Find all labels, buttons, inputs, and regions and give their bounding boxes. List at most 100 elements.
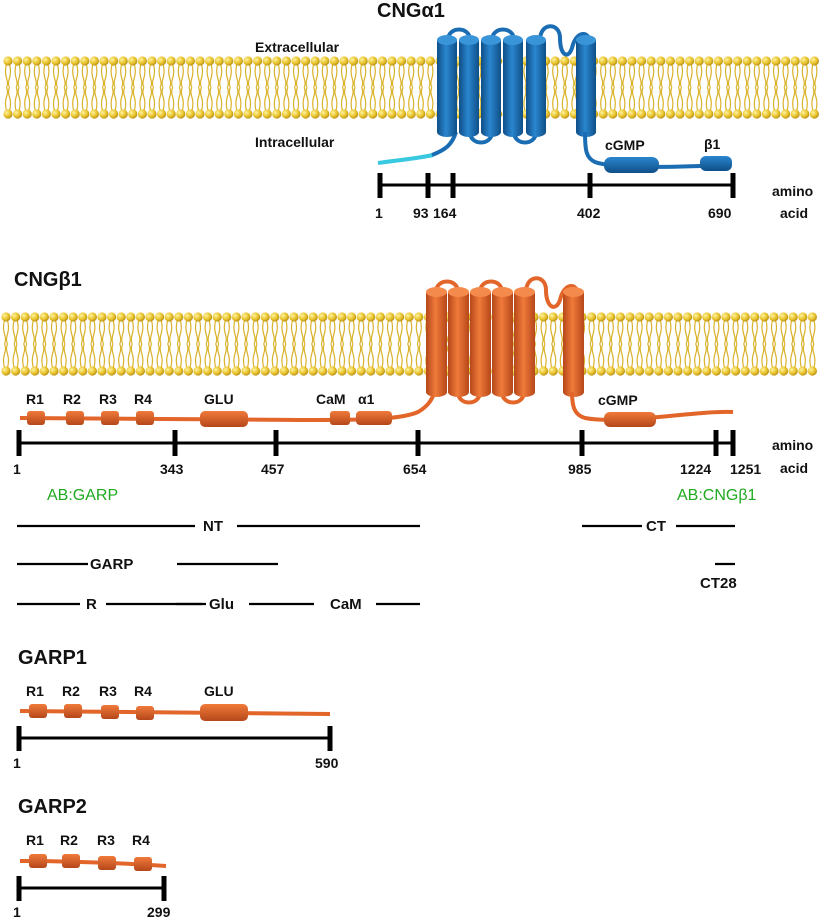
garp2-r1-domain <box>29 854 47 868</box>
cngb1-tick-label-1: 1 <box>13 461 21 477</box>
cnga1-cgmp-label: cGMP <box>605 137 645 153</box>
helix-1 <box>426 287 447 397</box>
garp1-r4-label: R4 <box>134 683 152 699</box>
lipid-tails <box>2 319 816 369</box>
cngb1-r2-domain <box>66 411 84 425</box>
cnga1-tick-label-93: 93 <box>413 205 429 221</box>
cnga1-tick-label-164: 164 <box>433 205 457 221</box>
helix-4 <box>503 35 523 137</box>
cngb1-r4-domain <box>136 411 154 425</box>
garp-label: GARP <box>90 556 133 573</box>
cngb1-tick-label-654: 654 <box>403 461 427 477</box>
garp1-panel: GARP1 R1 R2 R3 R4 GLU 1 590 <box>13 647 339 771</box>
cnga1-unit-acid: acid <box>780 205 808 221</box>
helix-5 <box>514 287 535 397</box>
garp1-r3-domain <box>101 705 119 719</box>
intracellular-label: Intracellular <box>255 134 335 150</box>
cnga1-b1-label: β1 <box>704 136 721 152</box>
cngb1-fragments <box>17 524 735 606</box>
cngb1-tick-label-1251: 1251 <box>730 461 761 477</box>
helix-5 <box>526 35 546 137</box>
nt-label: NT <box>203 518 223 535</box>
garp1-title: GARP1 <box>18 647 87 669</box>
garp2-panel: GARP2 R1 R2 R3 R4 1 299 <box>13 796 171 920</box>
garp2-tick-label-299: 299 <box>147 904 171 920</box>
cnga1-helices <box>437 35 596 137</box>
cngb1-tick-label-457: 457 <box>261 461 285 477</box>
cnga1-cgmp-domain <box>604 157 659 173</box>
cnga1-n-terminus <box>377 153 434 165</box>
garp1-chain <box>19 709 331 716</box>
cngb1-r4-label: R4 <box>134 391 152 407</box>
garp2-r3-label: R3 <box>97 832 115 848</box>
helix-2 <box>448 287 469 397</box>
r-label: R <box>86 596 97 613</box>
cngb1-a1-label: α1 <box>358 391 375 407</box>
cnga1-tick-label-1: 1 <box>375 205 383 221</box>
ct28-label: CT28 <box>700 575 737 592</box>
lipid-heads <box>3 56 820 119</box>
ct-label: CT <box>646 518 666 535</box>
cngb1-cam-domain <box>330 411 350 425</box>
cngb1-r2-label: R2 <box>63 391 81 407</box>
garp2-r3-domain <box>98 856 116 870</box>
cngb1-tick-label-985: 985 <box>568 461 592 477</box>
cnga1-unit-amino: amino <box>772 183 813 199</box>
garp2-title: GARP2 <box>18 796 87 818</box>
cnga1-b1-domain <box>700 156 732 171</box>
cnga1-c-terminus <box>583 131 731 169</box>
garp1-tick-label-590: 590 <box>315 755 339 771</box>
cngb1-n-domains <box>27 411 392 427</box>
cngb1-tick-label-1224: 1224 <box>680 461 711 477</box>
cngb1-membrane <box>1 312 818 376</box>
ab-garp-label: AB:GARP <box>47 487 118 504</box>
helix-2 <box>459 35 479 137</box>
cngb1-panel: CNGβ1 cGMP R1 R2 R3 R4 <box>1 269 818 613</box>
cngb1-r3-domain <box>101 411 119 425</box>
garp1-tick-label-1: 1 <box>13 755 21 771</box>
cnga1-membrane <box>3 56 820 119</box>
garp1-r2-label: R2 <box>62 683 80 699</box>
cngb1-cgmp-label: cGMP <box>598 392 638 408</box>
lipid-tails <box>4 63 818 112</box>
cnga1-tick-label-690: 690 <box>708 205 732 221</box>
garp2-r4-domain <box>134 857 152 871</box>
garp1-r2-domain <box>64 704 82 718</box>
glu-label: Glu <box>209 596 234 613</box>
garp1-r1-domain <box>29 704 47 718</box>
cngb1-a1-domain <box>356 411 392 425</box>
lipid-heads <box>1 312 818 376</box>
garp2-r2-domain <box>62 854 80 868</box>
helix-1 <box>437 35 457 137</box>
cngb1-c-chain <box>570 391 734 422</box>
cngb1-unit-acid: acid <box>780 460 808 476</box>
garp2-r2-label: R2 <box>60 832 78 848</box>
helix-6 <box>563 287 584 397</box>
helix-4 <box>492 287 513 397</box>
garp1-r1-label: R1 <box>26 683 44 699</box>
garp1-glu-label: GLU <box>204 683 234 699</box>
helix-6 <box>576 35 596 137</box>
cngb1-ticks <box>16 430 736 456</box>
cngb1-glu-label: GLU <box>204 391 234 407</box>
garp1-glu-domain <box>200 704 248 721</box>
helix-3 <box>481 35 501 137</box>
cngb1-tick-label-343: 343 <box>160 461 184 477</box>
garp1-r4-domain <box>136 706 154 720</box>
cnga1-tick-label-402: 402 <box>577 205 601 221</box>
cam-label: CaM <box>330 596 362 613</box>
cnga1-ticks <box>377 173 736 198</box>
cngb1-helices <box>426 287 584 397</box>
cnga1-title: CNGα1 <box>377 0 445 22</box>
cngb1-cgmp-domain <box>604 412 656 427</box>
cngb1-cam-label: CaM <box>316 391 346 407</box>
garp2-r4-label: R4 <box>132 832 150 848</box>
cngb1-r3-label: R3 <box>99 391 117 407</box>
cngb1-unit-amino: amino <box>772 437 813 453</box>
garp2-r1-label: R1 <box>26 832 44 848</box>
ab-cngb1-label: AB:CNGβ1 <box>677 487 757 504</box>
cnga1-panel: CNGα1 Extracellular Intracellular cGMP β… <box>3 0 820 221</box>
cngb1-glu-domain <box>200 411 248 427</box>
helix-3 <box>470 287 491 397</box>
